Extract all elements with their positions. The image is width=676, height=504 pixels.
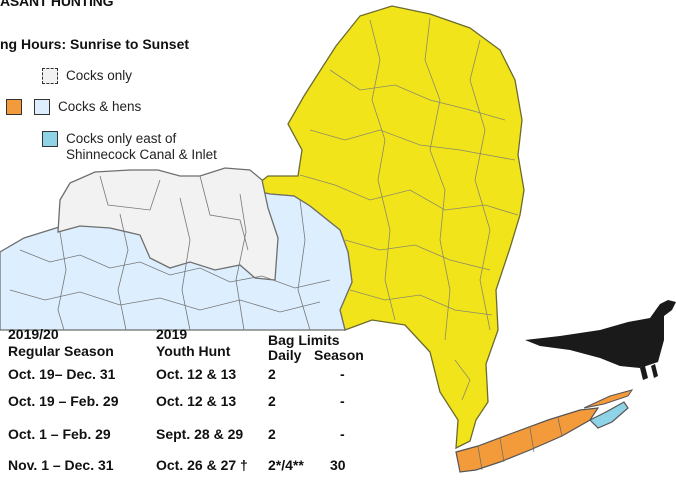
header-youth-year: 2019 bbox=[156, 326, 188, 342]
table-row-2-youth: Oct. 12 & 13 bbox=[156, 393, 237, 409]
table-row-3-regular: Oct. 1 – Feb. 29 bbox=[8, 426, 111, 442]
legend-label: Cocks only bbox=[66, 68, 133, 83]
legend-label: Cocks & hens bbox=[58, 99, 142, 114]
table-row-1-season: - bbox=[340, 366, 345, 382]
legend-swatch bbox=[42, 68, 58, 84]
legend-item-cocks-hens: Cocks & hens bbox=[6, 99, 141, 115]
legend-swatch-orange bbox=[6, 99, 22, 115]
western-county-boundaries bbox=[9, 175, 331, 331]
header-regular-year: 2019/20 bbox=[8, 326, 59, 342]
header-bag-limits: Bag Limits bbox=[268, 332, 340, 348]
table-row-2-regular: Oct. 19 – Feb. 29 bbox=[8, 393, 119, 409]
table-row-1-youth: Oct. 12 & 13 bbox=[156, 366, 237, 382]
table-row-3-daily: 2 bbox=[268, 426, 276, 442]
table-row-2-daily: 2 bbox=[268, 393, 276, 409]
page-title: ASANT HUNTING bbox=[0, 0, 114, 9]
table-row-1-daily: 2 bbox=[268, 366, 276, 382]
header-youth-label: Youth Hunt bbox=[156, 343, 231, 359]
table-row-1-regular: Oct. 19– Dec. 31 bbox=[8, 366, 116, 382]
legend-label: Cocks only east of Shinnecock Canal & In… bbox=[66, 131, 217, 162]
table-row-4-youth: Oct. 26 & 27 † bbox=[156, 457, 248, 473]
legend-item-cocks-only: Cocks only bbox=[42, 68, 132, 84]
county-boundaries bbox=[299, 17, 519, 401]
legend-item-east-shinnecock: Cocks only east of Shinnecock Canal & In… bbox=[42, 131, 217, 163]
header-daily: Daily bbox=[268, 347, 302, 363]
table-row-3-youth: Sept. 28 & 29 bbox=[156, 426, 244, 442]
table-row-4-daily: 2*/4** bbox=[268, 457, 304, 473]
header-season: Season bbox=[314, 347, 364, 363]
region-yellow bbox=[248, 5, 525, 450]
table-row-3-season: - bbox=[340, 426, 345, 442]
long-island-east-cocks-only bbox=[588, 401, 629, 429]
table-row-2-season: - bbox=[340, 393, 345, 409]
header-regular-label: Regular Season bbox=[8, 343, 114, 359]
legend-swatch-blue bbox=[34, 99, 50, 115]
hunting-hours: ng Hours: Sunrise to Sunset bbox=[0, 36, 190, 52]
long-island-boundaries bbox=[477, 417, 563, 471]
table-row-4-season: 30 bbox=[330, 457, 346, 473]
long-island-north-fork bbox=[583, 389, 634, 409]
legend-swatch bbox=[42, 131, 58, 147]
region-cocks-only bbox=[57, 167, 279, 281]
pheasant-silhouette-icon bbox=[525, 300, 676, 380]
table-row-4-regular: Nov. 1 – Dec. 31 bbox=[8, 457, 114, 473]
